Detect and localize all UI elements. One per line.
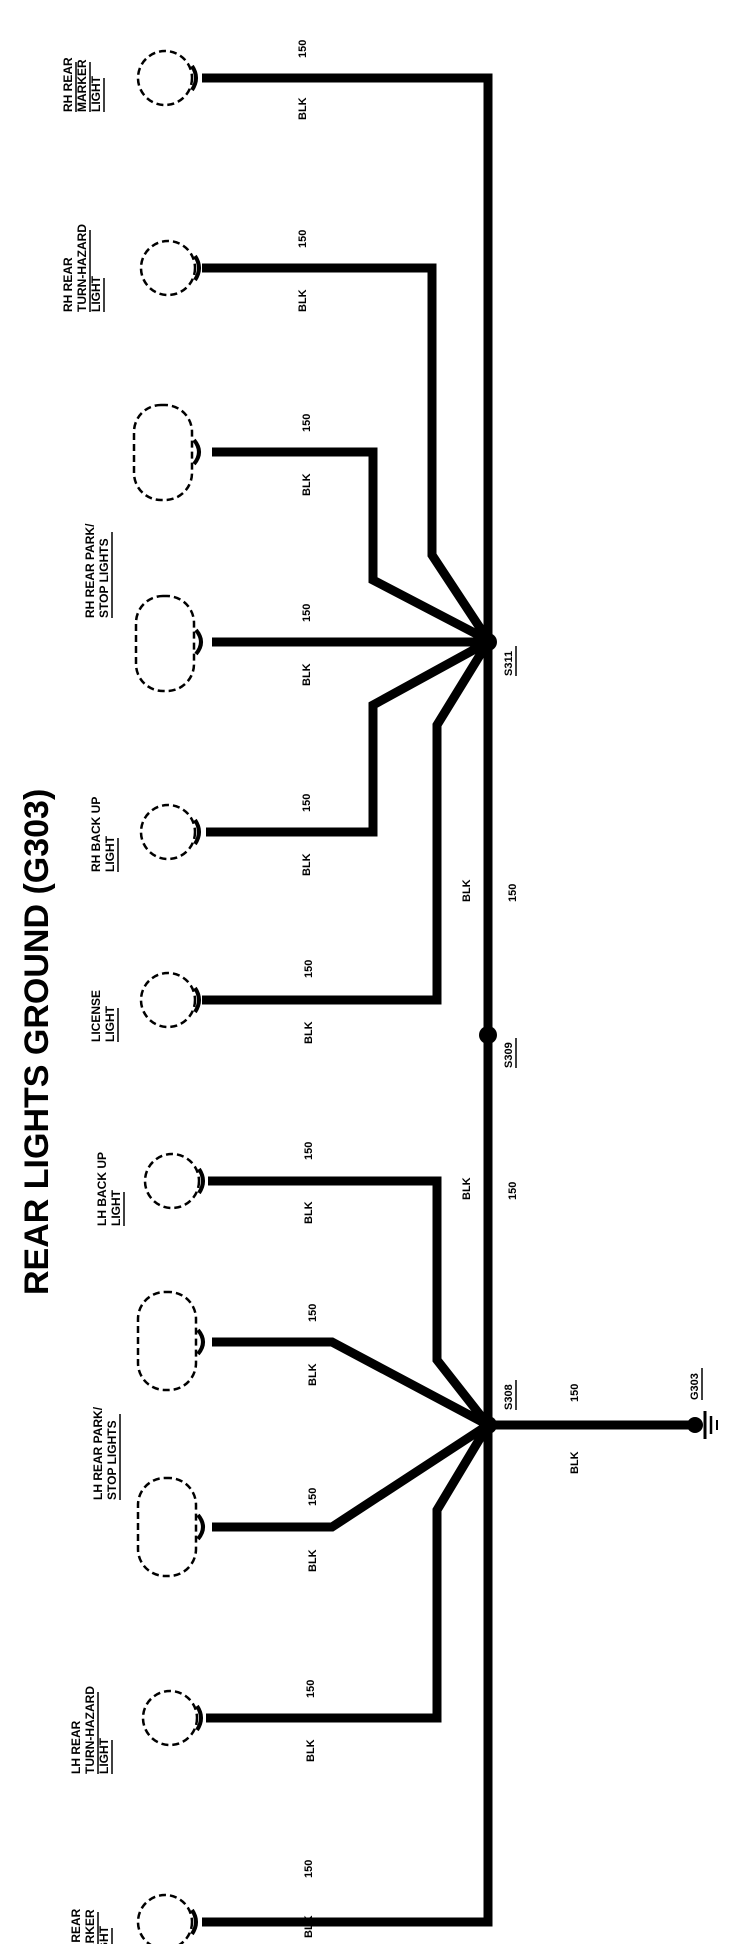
- wire-lh-park-upper: [212, 1337, 491, 1429]
- wire-lh-park-lower: [212, 1421, 491, 1532]
- svg-text:LH REAR PARK/: LH REAR PARK/: [91, 1406, 105, 1500]
- wire-color-label: BLK: [297, 289, 309, 312]
- svg-text:G303: G303: [689, 1373, 701, 1400]
- label-lh-turn: LH REAR TURN-HAZARD LIGHT: [69, 1686, 113, 1774]
- wire-gauge-label: 150: [297, 230, 309, 248]
- wire-gauge-label: 150: [305, 1680, 317, 1698]
- wire-color-label: BLK: [303, 1201, 315, 1224]
- svg-text:TURN-HAZARD: TURN-HAZARD: [83, 1686, 97, 1774]
- svg-text:MARKER: MARKER: [83, 1909, 97, 1944]
- label-rh-marker: RH REAR MARKER LIGHT: [61, 57, 105, 112]
- svg-text:S311: S311: [503, 651, 515, 676]
- lamp-lh-backup: [143, 1152, 205, 1210]
- label-license: LICENSE LIGHT: [89, 990, 119, 1042]
- splice-label-s308: S308: [503, 1380, 517, 1410]
- trunk-wire: [202, 73, 493, 1927]
- wire-rh-turn: [202, 263, 492, 643]
- wire-gauge-label: 150: [301, 794, 313, 812]
- lamp-rh-park-lower: [134, 594, 203, 693]
- wire-gauge-label: 150: [301, 604, 313, 622]
- wire-gauge-label: 150: [301, 414, 313, 432]
- svg-text:LIGHT: LIGHT: [103, 835, 117, 872]
- svg-text:LIGHT: LIGHT: [89, 75, 103, 112]
- svg-text:RH REAR PARK/: RH REAR PARK/: [83, 523, 97, 618]
- lamp-rh-turn: [139, 239, 201, 297]
- svg-text:LIGHT: LIGHT: [89, 275, 103, 312]
- wire-color-label: BLK: [301, 853, 313, 876]
- wire-gauge-label: 150: [303, 1860, 315, 1878]
- wire-color-label: BLK: [303, 1915, 315, 1938]
- wire-color-label: BLK: [569, 1451, 581, 1474]
- wire-lh-turn: [206, 1422, 492, 1723]
- splice-s308: [479, 1416, 497, 1434]
- lamp-lh-marker: [136, 1893, 198, 1944]
- wire-gauge-label: 150: [303, 1142, 315, 1160]
- splice-s309: [479, 1026, 497, 1044]
- lamp-rh-park-upper: [132, 403, 201, 502]
- wire-gauge-label: 150: [569, 1384, 581, 1402]
- wire-gauge-label: 150: [307, 1304, 319, 1322]
- svg-text:LIGHT: LIGHT: [109, 1189, 123, 1226]
- wire-lh-backup: [208, 1176, 492, 1428]
- svg-text:RH REAR: RH REAR: [61, 57, 75, 112]
- label-rh-park: RH REAR PARK/ STOP LIGHTS: [83, 523, 113, 618]
- svg-text:LH REAR: LH REAR: [69, 1908, 83, 1944]
- svg-text:LICENSE: LICENSE: [89, 990, 103, 1042]
- svg-text:STOP LIGHTS: STOP LIGHTS: [105, 1420, 119, 1500]
- wire-license: [202, 639, 492, 1005]
- lamp-lh-park-upper: [136, 1290, 205, 1392]
- svg-text:LH BACK UP: LH BACK UP: [95, 1152, 109, 1226]
- splice-s311: [479, 633, 497, 651]
- wire-color-label: BLK: [307, 1549, 319, 1572]
- label-lh-backup: LH BACK UP LIGHT: [95, 1152, 125, 1226]
- svg-text:LIGHT: LIGHT: [97, 1737, 111, 1774]
- svg-text:LIGHT: LIGHT: [97, 1925, 111, 1944]
- diagram-title: REAR LIGHTS GROUND (G303): [18, 789, 56, 1295]
- wire-rh-park-upper: [212, 447, 491, 644]
- label-lh-marker: LH REAR MARKER LIGHT: [69, 1908, 113, 1944]
- ground-symbol: [687, 1411, 718, 1439]
- lamp-lh-turn: [141, 1689, 203, 1747]
- wire-color-label: BLK: [305, 1739, 317, 1762]
- label-rh-backup: RH BACK UP LIGHT: [89, 797, 119, 872]
- svg-text:RH REAR: RH REAR: [61, 257, 75, 312]
- wire-color-label: BLK: [301, 663, 313, 686]
- label-rh-turn: RH REAR TURN-HAZARD LIGHT: [61, 224, 105, 312]
- splice-label-s309: S309: [503, 1038, 517, 1068]
- svg-text:MARKER: MARKER: [75, 59, 89, 112]
- svg-text:TURN-HAZARD: TURN-HAZARD: [75, 224, 89, 312]
- wire-gauge-label: 150: [507, 1182, 519, 1200]
- ground-label-g303: G303: [689, 1368, 703, 1400]
- wire-color-label: BLK: [461, 879, 473, 902]
- label-lh-park: LH REAR PARK/ STOP LIGHTS: [91, 1406, 121, 1500]
- svg-text:LIGHT: LIGHT: [103, 1005, 117, 1042]
- lamp-license: [139, 971, 201, 1029]
- svg-text:STOP LIGHTS: STOP LIGHTS: [97, 538, 111, 618]
- wire-gauge-label: 150: [303, 960, 315, 978]
- wire-gauge-label: 150: [507, 884, 519, 902]
- svg-text:S308: S308: [503, 1384, 515, 1410]
- wire-color-label: BLK: [303, 1021, 315, 1044]
- wire-color-label: BLK: [307, 1363, 319, 1386]
- svg-text:S309: S309: [503, 1042, 515, 1068]
- wire-color-label: BLK: [461, 1177, 473, 1200]
- svg-text:LH REAR: LH REAR: [69, 1720, 83, 1774]
- lamp-rh-backup: [139, 803, 201, 861]
- lamp-lh-park-lower: [136, 1476, 205, 1578]
- wire-gauge-label: 150: [307, 1488, 319, 1506]
- wire-rh-backup: [206, 638, 491, 837]
- lamp-rh-marker: [136, 49, 198, 107]
- wire-color-label: BLK: [301, 473, 313, 496]
- splice-label-s311: S311: [503, 646, 517, 676]
- svg-text:RH BACK UP: RH BACK UP: [89, 797, 103, 872]
- wire-color-label: BLK: [297, 97, 309, 120]
- wire-gauge-label: 150: [297, 40, 309, 58]
